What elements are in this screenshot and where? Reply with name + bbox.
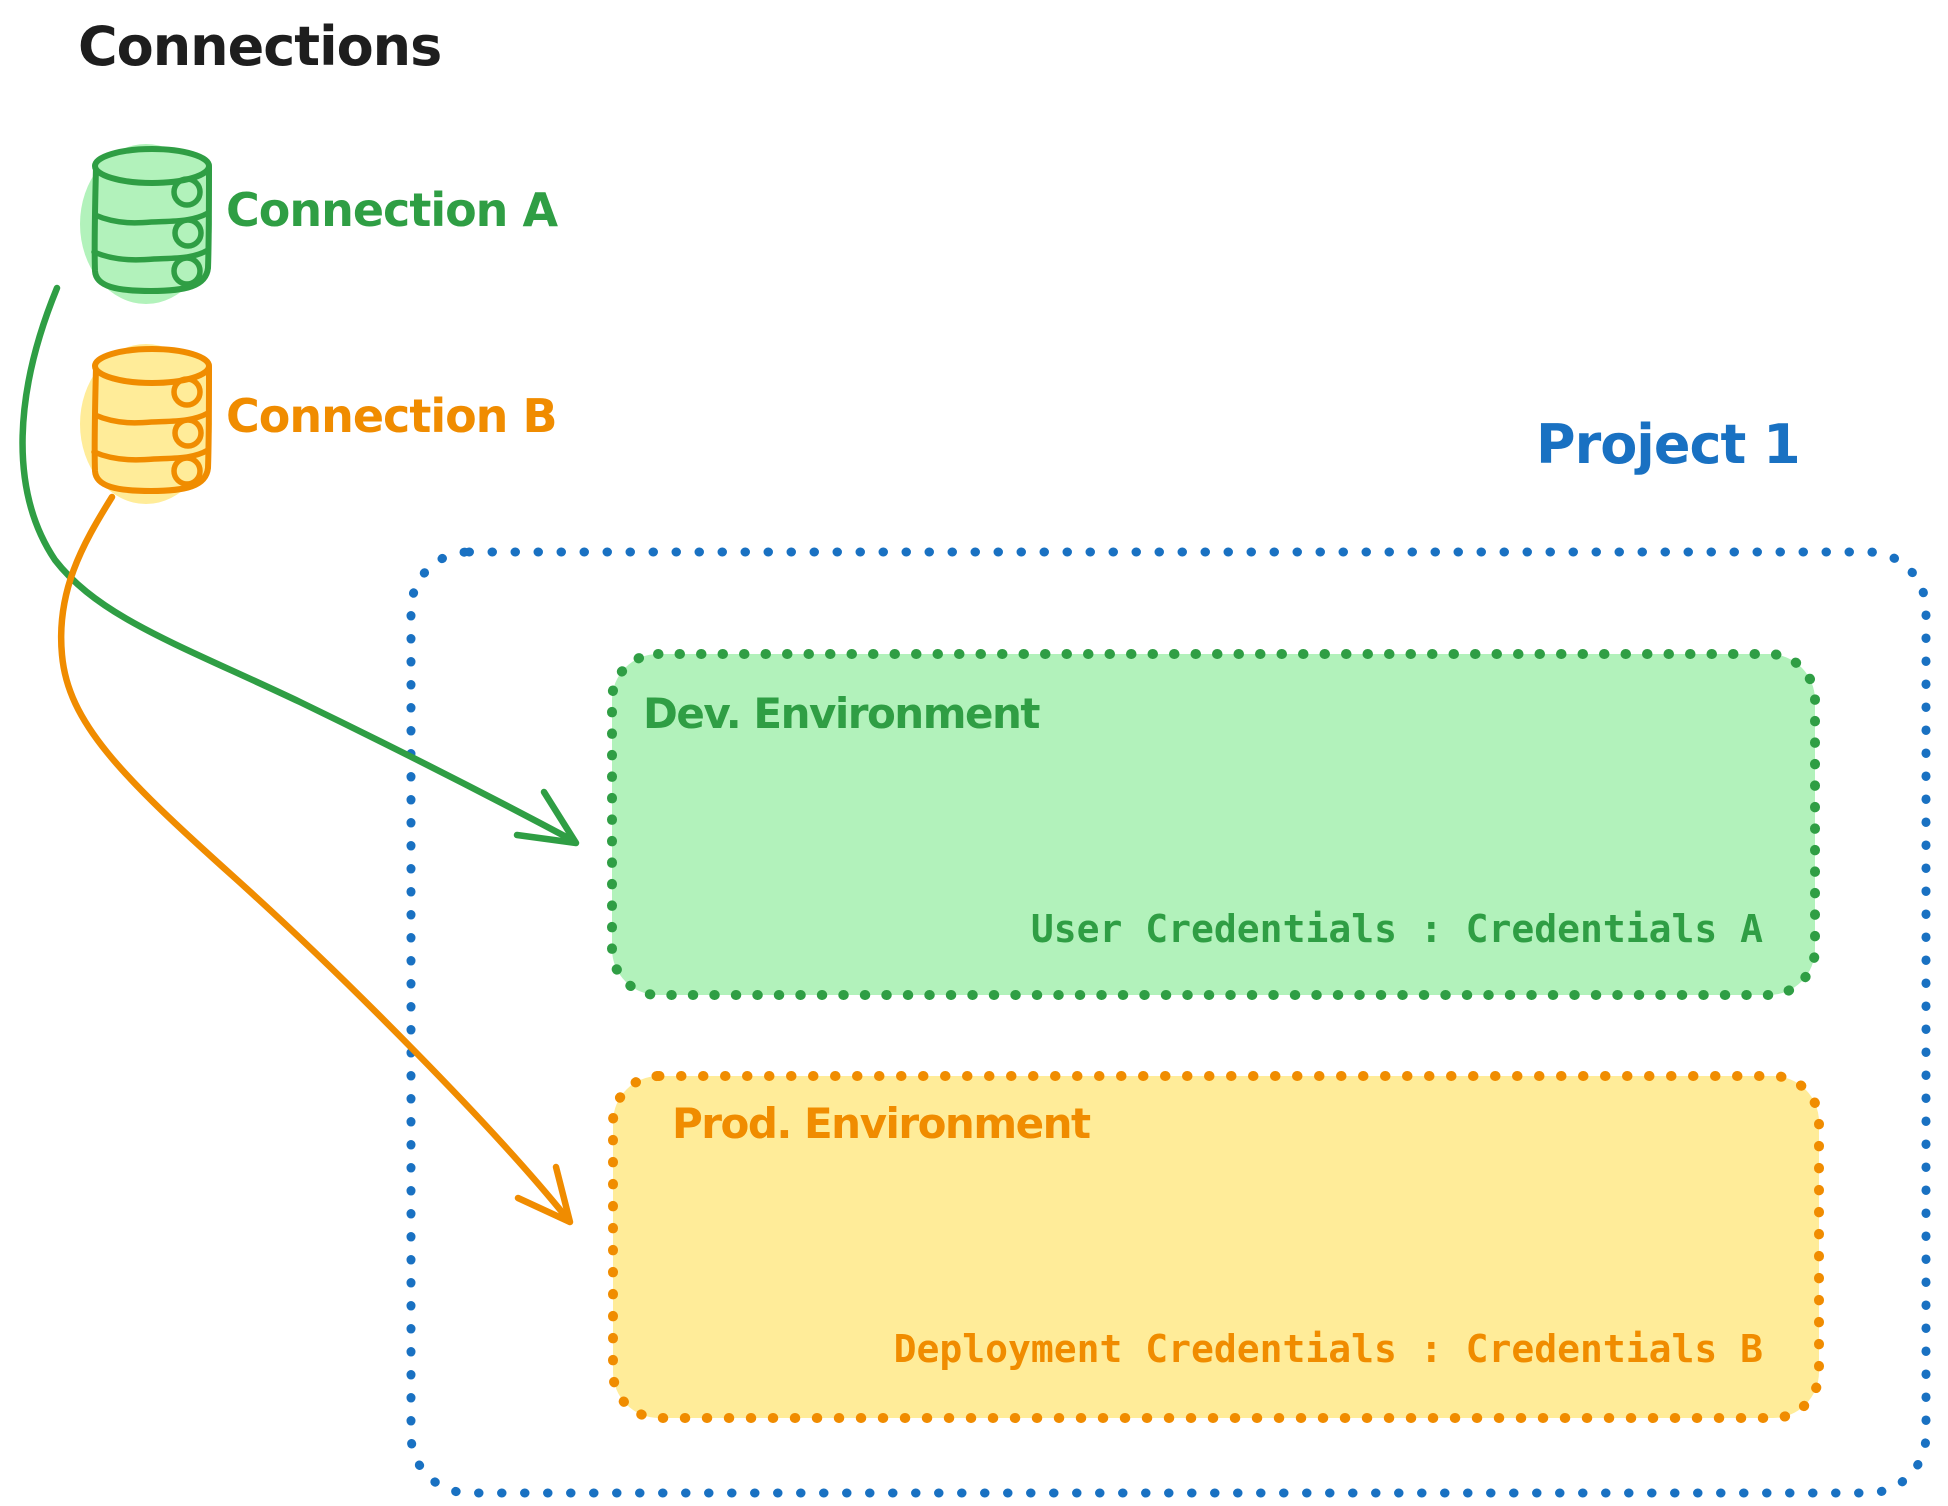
connection-b-arrowhead (514, 1163, 574, 1226)
connection-a-arrow (19, 284, 580, 847)
database-b-top (92, 346, 212, 386)
database-a-divider (91, 247, 211, 263)
project-box-border (406, 547, 1931, 1498)
dev-environment-box (607, 649, 1820, 1000)
database-b-led (172, 417, 204, 449)
database-b-divider (91, 447, 211, 463)
database-b-led (171, 376, 203, 408)
prod-environment-title: Prod. Environment (672, 1099, 1091, 1148)
project-title: Project 1 (1536, 413, 1801, 476)
database-a-led (171, 255, 203, 287)
connection-b-arrow-line (57, 493, 570, 1221)
database-a-led (172, 217, 204, 249)
database-a-led (171, 176, 203, 208)
connection-b-arrow (57, 493, 574, 1226)
connection-a-label: Connection A (226, 183, 558, 237)
prod-environment-box (608, 1071, 1824, 1423)
database-a-top (92, 146, 212, 186)
database-b-led (171, 455, 203, 487)
dev-environment-title: Dev. Environment (643, 689, 1040, 738)
database-b-icon (80, 344, 212, 504)
page-title: Connections (78, 15, 442, 78)
prod-environment-credentials: Deployment Credentials : Credentials B (893, 1327, 1763, 1371)
connection-a-arrowhead (513, 788, 580, 847)
dev-environment-credentials: User Credentials : Credentials A (1030, 907, 1763, 951)
connection-a-arrow-line (19, 284, 576, 844)
connection-b-label: Connection B (226, 389, 558, 443)
database-a-icon (80, 144, 212, 304)
